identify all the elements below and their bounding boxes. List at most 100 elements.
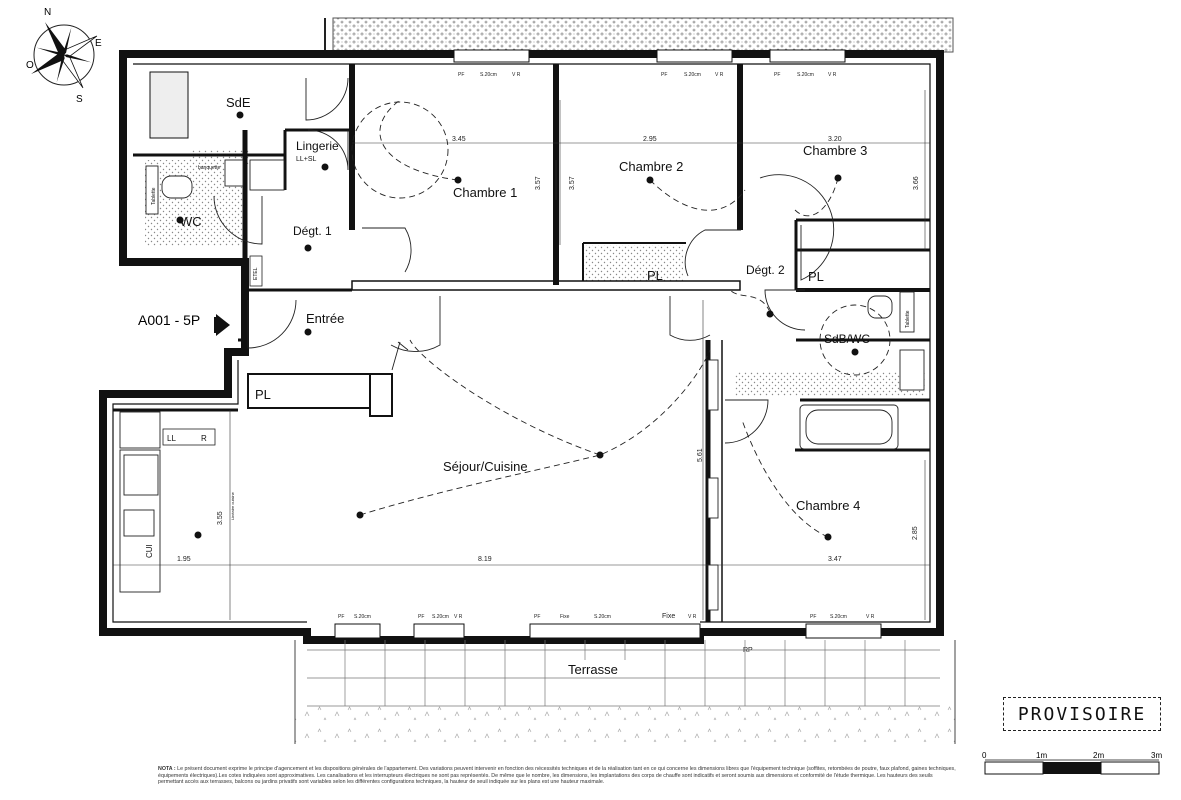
window-chambre1 — [453, 49, 530, 63]
entrance-marker: A001 - 5P — [138, 312, 230, 336]
bathtub-inner — [805, 409, 893, 445]
radiator-3 — [707, 564, 719, 611]
door-swings — [213, 77, 835, 444]
main-corridor-wall — [351, 280, 741, 291]
terrace-paving — [307, 640, 940, 707]
rp-label: RP — [743, 647, 753, 654]
entrance-arrow-icon — [216, 314, 230, 336]
door-sejour-1 — [390, 296, 441, 352]
door-chambre2 — [684, 229, 741, 277]
unit-id-label: A001 - 5P — [138, 312, 200, 328]
electrical-wiring — [351, 99, 891, 538]
scale-tick-0: 0 — [982, 751, 987, 760]
dim-sejour-depth: 5.61 — [697, 448, 704, 462]
dim-chambre4-depth: 2.85 — [912, 526, 919, 540]
banquette-label: banquette — [198, 165, 220, 171]
room-entree: Entrée — [306, 311, 344, 326]
scale-tick-3: 3m — [1151, 751, 1162, 760]
room-chambre3: Chambre 3 — [803, 143, 867, 158]
dim-chambre1-depth: 3.57 — [535, 176, 542, 190]
compass-west: O — [26, 60, 34, 71]
window-tag-vr: V R — [512, 72, 521, 78]
kitchen-ll-label: LL — [167, 434, 176, 443]
wire-loop-c1 — [351, 101, 449, 199]
window-tag-pf: PF — [661, 72, 667, 78]
wc-tablette — [145, 165, 159, 215]
window-tag-pf: PF — [810, 614, 816, 620]
provisoire-stamp: PROVISOIRE — [1003, 697, 1161, 731]
window-tag-width: S.20cm — [354, 614, 371, 620]
wire-chambre1 — [379, 99, 459, 181]
window-tag-vr: V R — [866, 614, 875, 620]
door-sdb — [764, 289, 806, 331]
window-tag-width: S.20cm — [830, 614, 847, 620]
wire-sejour — [359, 349, 711, 516]
light-chambre3 — [834, 174, 842, 182]
grass-area — [295, 706, 955, 744]
sdb-washbasin — [899, 349, 925, 391]
light-wc — [176, 216, 184, 224]
note-text: Le présent document exprime le principe … — [158, 766, 956, 786]
room-pl-chambre2: PL — [647, 268, 663, 283]
sde-washbasin — [224, 159, 244, 187]
etel-label: ETEL — [253, 267, 259, 280]
light-points — [176, 111, 859, 541]
light-chambre4 — [824, 533, 832, 541]
window-sejour-1 — [334, 623, 381, 639]
kitchen-sink — [123, 454, 159, 496]
gravel-band — [332, 17, 954, 53]
etel-box — [249, 255, 263, 287]
exterior-landscaping — [294, 17, 956, 744]
light-entree — [304, 328, 312, 336]
light-lingerie — [321, 163, 329, 171]
light-sdbwc — [851, 348, 859, 356]
compass-south: S — [76, 94, 83, 105]
window-tag-vr: V R — [688, 614, 697, 620]
sdb-tiles — [735, 372, 925, 396]
dim-kitchen-depth: 3.55 — [217, 511, 224, 525]
room-chambre4: Chambre 4 — [796, 498, 860, 513]
door-chambre1 — [362, 227, 412, 273]
dimension-lines — [113, 90, 930, 620]
window-tag-pf: PF — [774, 72, 780, 78]
light-sejour-1 — [596, 451, 604, 459]
window-tags: PF S.20cm V R PF S.20cm V R PF S.20cm V … — [338, 72, 875, 620]
scale-segment — [1043, 762, 1101, 774]
room-pl-entree: PL — [255, 387, 271, 402]
door-closet-pl — [391, 341, 409, 371]
window-tag-vr: V R — [715, 72, 724, 78]
scale-tick-2: 2m — [1093, 751, 1104, 760]
window-tag-fixe: Fixe — [560, 614, 570, 620]
door-entry — [247, 299, 297, 349]
door-chambre4 — [724, 399, 769, 444]
door-sde — [305, 77, 349, 121]
window-tag-pf: PF — [338, 614, 344, 620]
window-tag-pf: PF — [418, 614, 424, 620]
scale-tick-1: 1m — [1036, 751, 1047, 760]
window-chambre2 — [656, 49, 733, 63]
sdb-tablette — [899, 291, 915, 333]
kitchen-r-label: R — [201, 434, 207, 443]
lingerie-sink — [249, 159, 285, 191]
dim-chambre3-depth: 3.66 — [913, 176, 920, 190]
room-chambre1: Chambre 1 — [453, 185, 517, 200]
kitchen-credence-label: Linéaire cuisine — [230, 491, 235, 520]
exterior-walls — [99, 50, 944, 644]
legal-note: NOTA : Le présent document exprime le pr… — [158, 766, 958, 786]
light-degt1 — [304, 244, 312, 252]
wet-floor-tiles — [145, 150, 925, 396]
light-degt2 — [766, 310, 774, 318]
windows — [149, 49, 882, 639]
room-degt2: Dégt. 2 — [746, 263, 785, 277]
dim-chambre2-width: 2.95 — [643, 136, 657, 143]
wire-sejour-2 — [409, 339, 601, 456]
door-sejour-2 — [669, 296, 711, 341]
dim-chambre3-width: 3.20 — [828, 136, 842, 143]
window-tag-width: S.20cm — [594, 614, 611, 620]
dim-chambre2-depth: 3.57 — [569, 176, 576, 190]
room-sde: SdE — [226, 95, 251, 110]
room-lingerie-sub: LL+SL — [296, 156, 317, 163]
room-sejour: Séjour/Cuisine — [443, 459, 528, 474]
window-tag-width: S.20cm — [480, 72, 497, 78]
